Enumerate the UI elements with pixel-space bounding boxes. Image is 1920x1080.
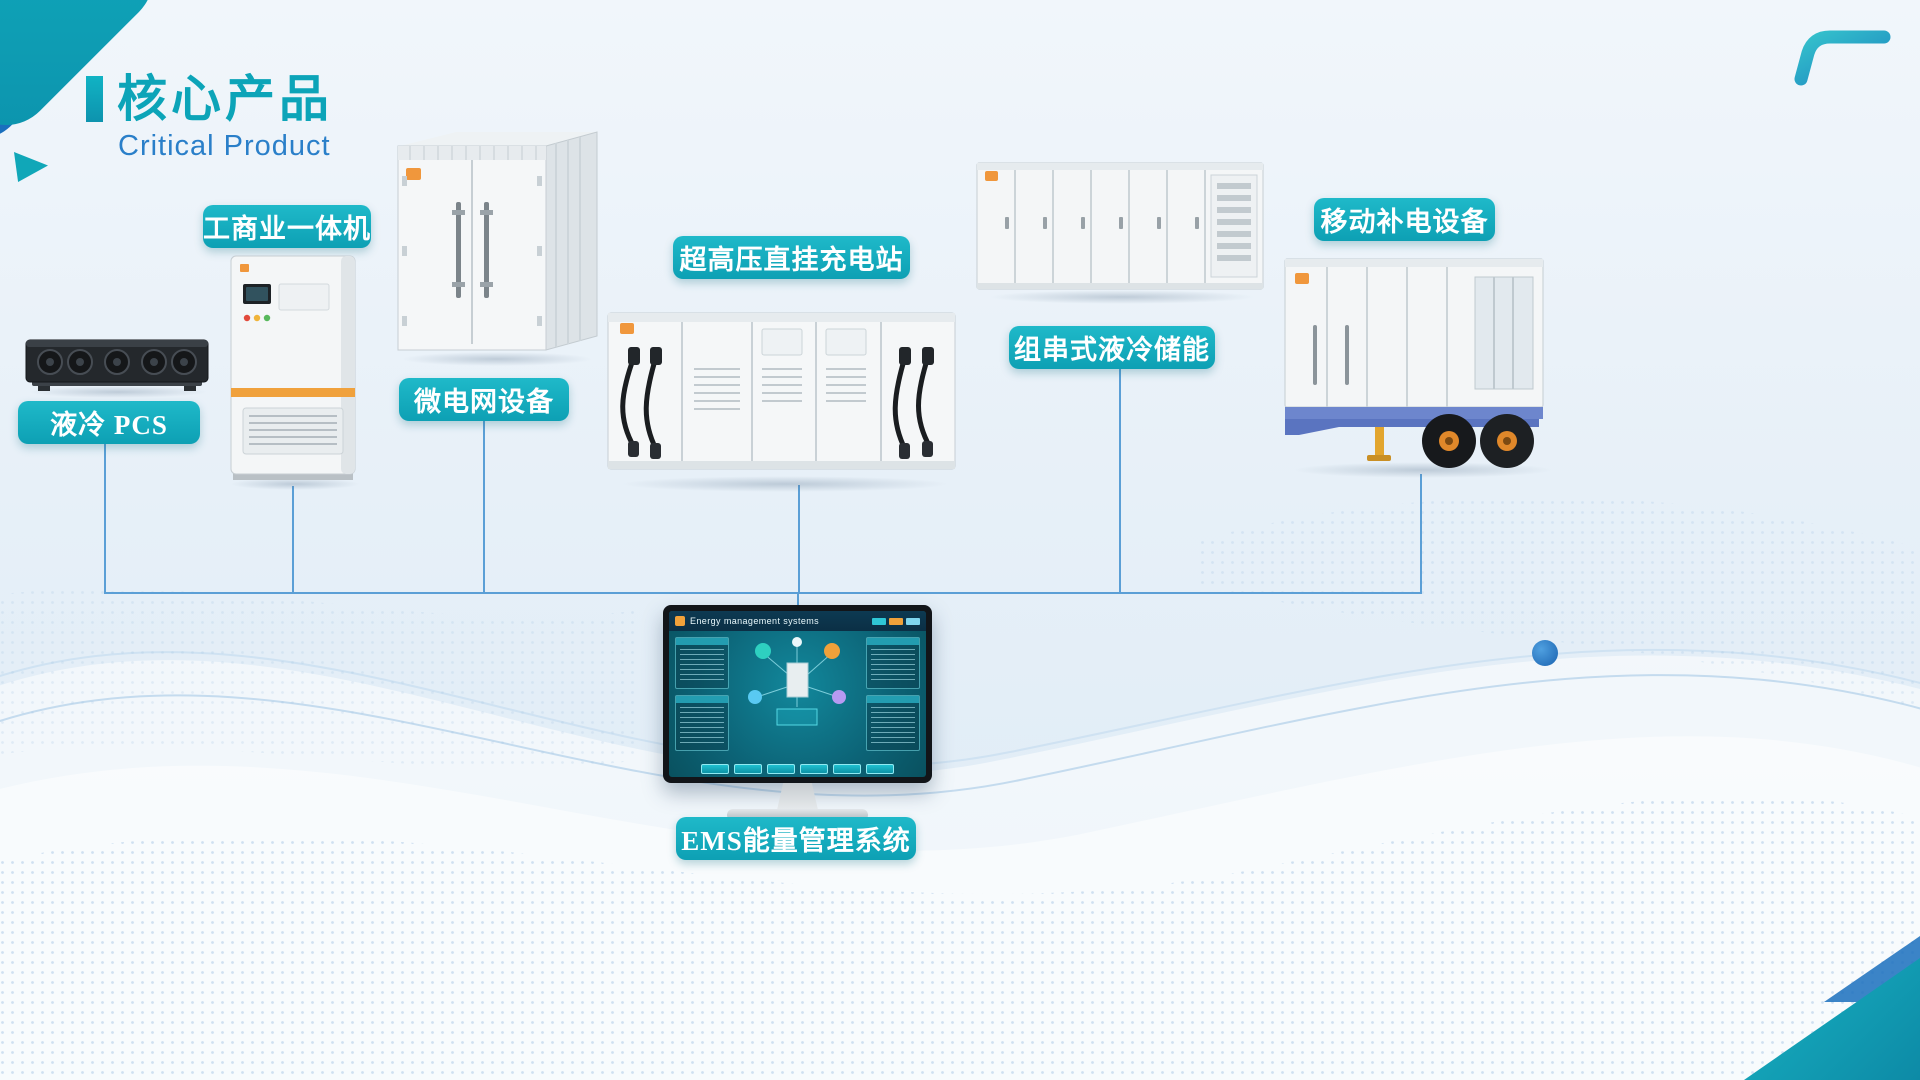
title-accent-bar (86, 76, 103, 122)
string-liquid-cooled-storage-image (976, 162, 1264, 290)
label-uhv-charging-station: 超高压直挂充电站 (673, 236, 910, 279)
ems-screen-button (833, 764, 861, 774)
ems-panel-top-right (866, 637, 920, 689)
ems-panel-top-left (675, 637, 729, 689)
liquid-cooled-pcs-image (25, 339, 209, 391)
shadow (230, 478, 360, 490)
label-commercial-industrial-all-in-one: 工商业一体机 (203, 205, 371, 248)
ems-screen-button (800, 764, 828, 774)
label-ems-energy-management-system: EMS能量管理系统 (676, 817, 916, 860)
ems-button-row (669, 764, 926, 774)
ems-screen: Energy management systems (669, 611, 926, 777)
ems-screen-button (767, 764, 795, 774)
uhv-charging-station-image (607, 312, 956, 470)
ems-monitor: Energy management systems (663, 605, 932, 783)
ems-screen-title: Energy management systems (690, 616, 820, 626)
connector-vertical-mobile (1420, 474, 1422, 592)
brand-logo-icon (1794, 30, 1891, 86)
connector-vertical-string-storage (1119, 369, 1121, 592)
shadow (620, 476, 950, 492)
connector-vertical-pcs (104, 444, 106, 592)
ems-screen-button (701, 764, 729, 774)
label-mobile-charging-equipment: 移动补电设备 (1314, 198, 1495, 241)
connector-vertical-ems (797, 592, 799, 607)
monitor-stand-neck (777, 783, 818, 810)
connector-vertical-all-in-one (292, 486, 294, 592)
ems-screen-header: Energy management systems (669, 611, 926, 631)
ems-panel-bottom-left (675, 695, 729, 751)
shadow (402, 352, 592, 366)
corner-triangle-accent (14, 152, 48, 182)
connector-vertical-microgrid (483, 421, 485, 592)
blue-dot-accent (1532, 640, 1558, 666)
shadow (28, 386, 208, 398)
page-subtitle: Critical Product (118, 130, 331, 162)
mobile-charging-equipment-image (1284, 258, 1544, 468)
ems-screen-button (734, 764, 762, 774)
label-liquid-cooled-pcs: 液冷 PCS (18, 401, 200, 444)
title-block: 核心产品 Critical Product (86, 74, 333, 163)
ems-panel-bottom-right (866, 695, 920, 751)
page-title: 核心产品 (117, 71, 333, 127)
connector-vertical-charging-station (798, 485, 800, 592)
ems-logo-icon (675, 616, 685, 626)
corner-decoration-top-left (0, 0, 240, 240)
label-string-liquid-cooled-storage: 组串式液冷储能 (1009, 326, 1215, 369)
ems-topology-diagram (748, 637, 846, 726)
microgrid-equipment-image (397, 131, 598, 351)
shadow (1292, 462, 1554, 478)
commercial-industrial-all-in-one-image (230, 255, 356, 480)
label-microgrid-equipment: 微电网设备 (399, 378, 569, 421)
ems-screen-button (866, 764, 894, 774)
shadow (988, 290, 1256, 304)
ems-header-indicators (872, 617, 920, 625)
connector-horizontal-bus (104, 592, 1422, 594)
